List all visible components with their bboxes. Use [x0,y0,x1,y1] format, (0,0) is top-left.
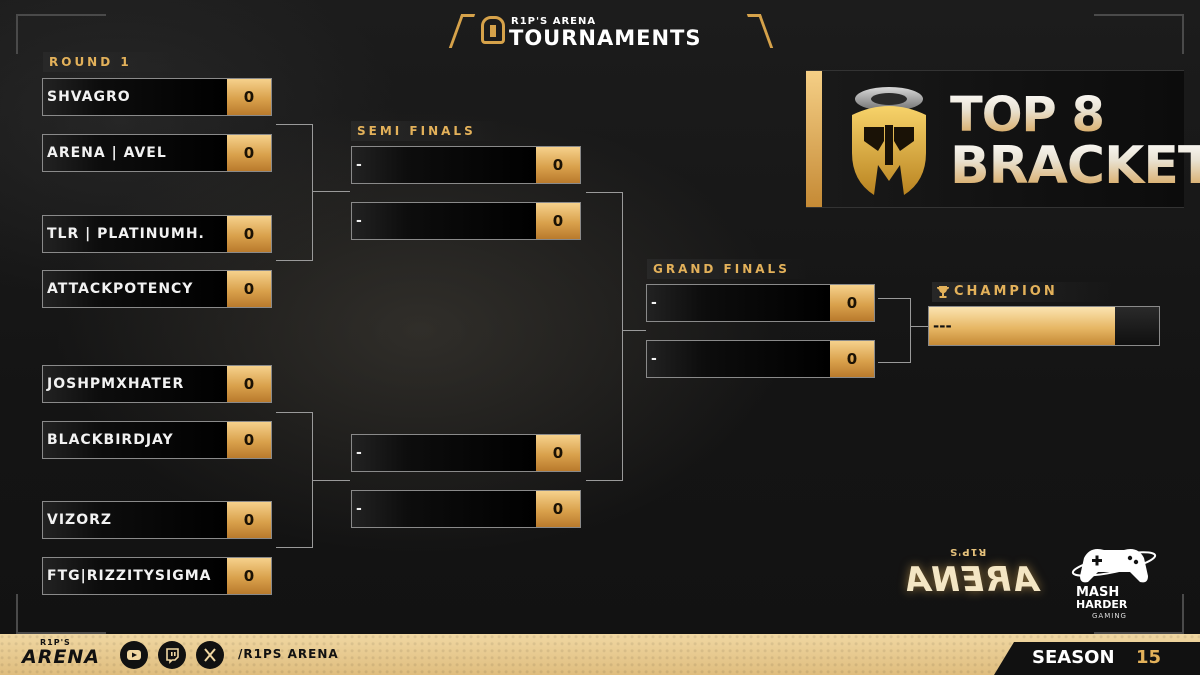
grand-slot-2[interactable]: - 0 [646,340,875,378]
team-name: BLACKBIRDJAY [43,422,227,458]
connector-line [586,480,622,481]
trophy-icon [937,286,949,298]
team-score: 0 [227,271,271,307]
team-name: ARENA | AVEL [43,135,227,171]
youtube-icon[interactable] [120,641,148,669]
connector-line [910,326,928,327]
connector-line [276,260,312,261]
team-name: - [647,341,830,377]
gamepad-icon [1071,549,1157,583]
team-score: 0 [227,366,271,402]
grand-finals-label: GRAND FINALS [647,259,807,279]
champion-slot[interactable]: --- [928,306,1160,346]
team-name: ATTACKPOTENCY [43,271,227,307]
connector-line [312,191,350,192]
round1-slot-6[interactable]: BLACKBIRDJAY 0 [42,421,272,459]
team-score: 0 [227,79,271,115]
semis-slot-2[interactable]: - 0 [351,202,581,240]
top8-line1: TOP 8 [950,87,1105,143]
connector-line [878,298,910,299]
mash-text: MASH [1076,585,1120,600]
twitch-icon[interactable] [158,641,186,669]
round1-slot-1[interactable]: SHVAGRO 0 [42,78,272,116]
team-score: 0 [536,435,580,471]
team-score: 0 [536,203,580,239]
arena-logo-small: R1P'S [949,546,987,557]
champion-score-box [1115,307,1159,345]
season-label: SEASON [1032,647,1115,668]
round1-slot-7[interactable]: VIZORZ 0 [42,501,272,539]
champion-label: CHAMPION [932,282,1112,302]
team-score: 0 [536,147,580,183]
arena-helmet-icon [481,16,505,44]
semis-slot-4[interactable]: - 0 [351,490,581,528]
season-badge: SEASON 15 [994,642,1200,675]
team-score: 0 [227,216,271,252]
connector-line [586,192,622,193]
semis-slot-1[interactable]: - 0 [351,146,581,184]
team-name: - [352,147,536,183]
round1-slot-8[interactable]: FTG|RIZZITYSIGMA 0 [42,557,272,595]
header-banner: R1P'S ARENA TOURNAMENTS [448,10,774,50]
harder-text: HARDER [1076,598,1128,611]
round1-label: ROUND 1 [43,52,183,72]
team-score: 0 [227,422,271,458]
connector-line [312,124,313,261]
team-name: - [352,491,536,527]
mash-harder-logo: MASH HARDER GAMING [1062,540,1172,622]
round1-slot-2[interactable]: ARENA | AVEL 0 [42,134,272,172]
header-subtitle: R1P'S ARENA [511,16,597,27]
team-name: - [352,203,536,239]
connector-line [276,412,312,413]
grand-slot-1[interactable]: - 0 [646,284,875,322]
connector-line [910,298,911,363]
semis-label: SEMI FINALS [351,121,501,141]
team-score: 0 [830,285,874,321]
helmet-logo-icon [852,87,926,195]
team-score: 0 [536,491,580,527]
team-name: TLR | PLATINUMH. [43,216,227,252]
arena-logo: R1P'S ARENA [893,546,1043,606]
team-score: 0 [227,558,271,594]
top8-line2: BRACKET [950,137,1200,195]
team-name: FTG|RIZZITYSIGMA [43,558,227,594]
round1-slot-5[interactable]: JOSHPMXHATER 0 [42,365,272,403]
header-title: TOURNAMENTS [509,26,702,50]
team-name: JOSHPMXHATER [43,366,227,402]
semis-slot-3[interactable]: - 0 [351,434,581,472]
team-score: 0 [227,135,271,171]
connector-line [276,124,312,125]
connector-line [622,192,623,481]
connector-line [312,480,350,481]
top8-banner: TOP 8 BRACKET [806,70,1200,208]
social-handle[interactable]: /R1PS ARENA [238,647,339,661]
footer-logo-small: R1P'S [40,638,71,647]
round1-slot-3[interactable]: TLR | PLATINUMH. 0 [42,215,272,253]
connector-line [622,330,646,331]
team-name: - [352,435,536,471]
team-score: 0 [830,341,874,377]
champion-name: --- [929,307,1115,345]
season-number: 15 [1136,647,1162,668]
round1-slot-4[interactable]: ATTACKPOTENCY 0 [42,270,272,308]
arena-logo-big: ARENA [903,560,1039,600]
team-score: 0 [227,502,271,538]
x-icon[interactable] [196,641,224,669]
connector-line [878,362,910,363]
footer-logo-big: ARENA [22,646,100,668]
team-name: VIZORZ [43,502,227,538]
connector-line [276,547,312,548]
team-name: - [647,285,830,321]
team-name: SHVAGRO [43,79,227,115]
gaming-text: GAMING [1092,612,1127,620]
